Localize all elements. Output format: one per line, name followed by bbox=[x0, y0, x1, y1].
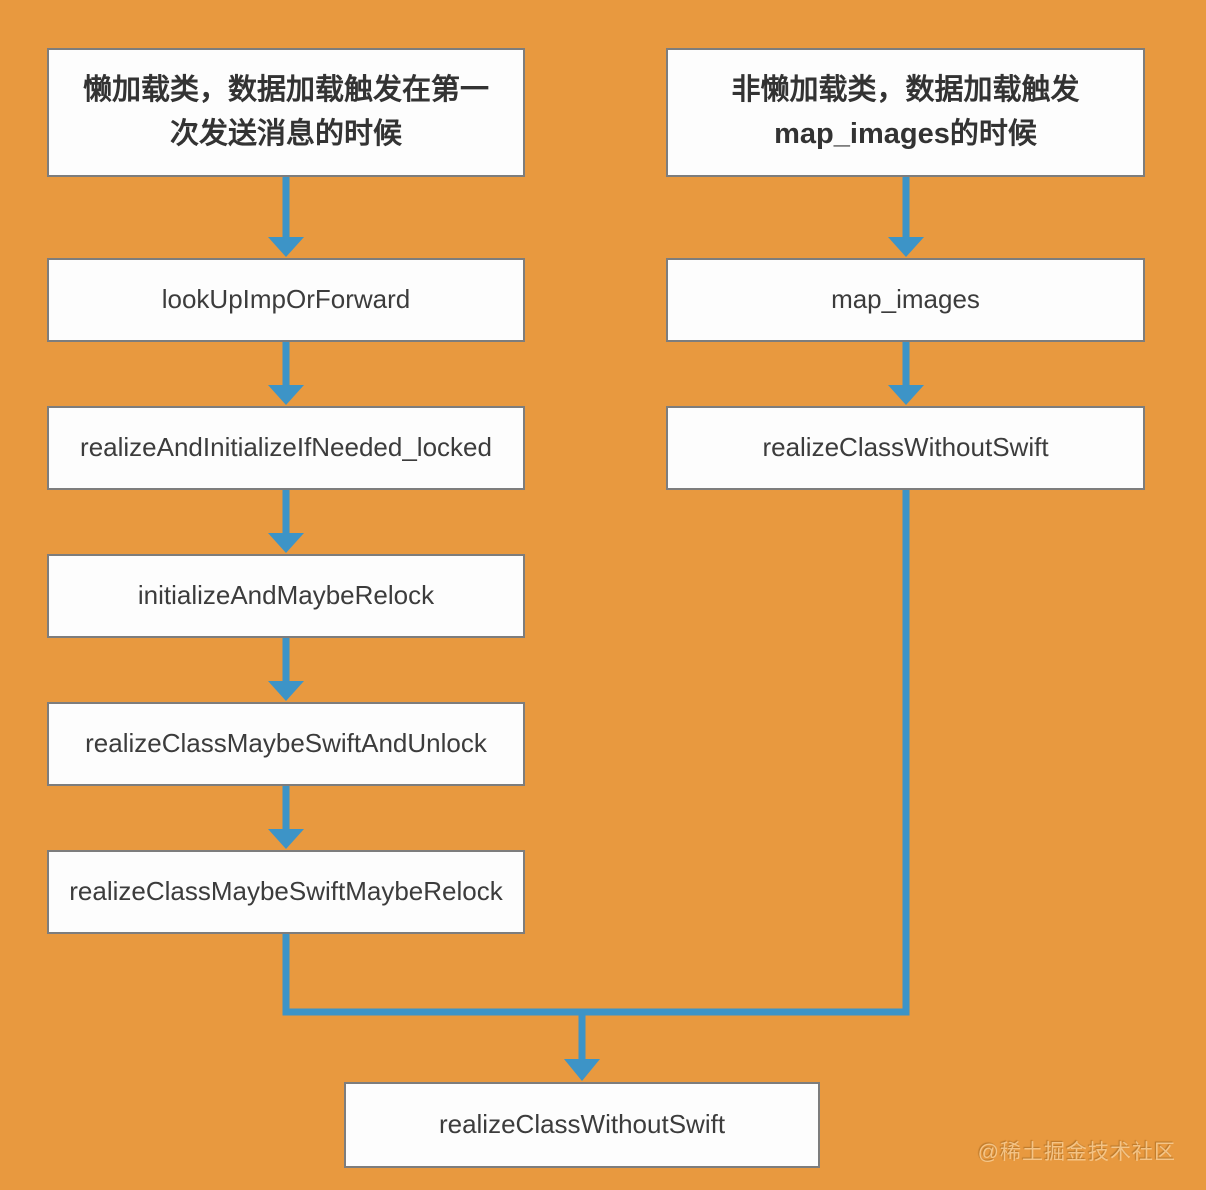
arrow-realizeandinit-to-initialize bbox=[268, 490, 304, 553]
nonlazy-load-header-line1: 非懒加载类，数据加载触发 bbox=[731, 74, 1080, 106]
watermark-juejin: @稀土掘金技术社区 bbox=[977, 1141, 1176, 1164]
node-nonlazy-load-header: 非懒加载类，数据加载触发 map_images的时候 bbox=[666, 48, 1145, 177]
arrow-lookup-to-realizeandinit bbox=[268, 342, 304, 405]
node-lazy-load-header: 懒加载类，数据加载触发在第一 次发送消息的时候 bbox=[47, 48, 525, 177]
node-mapimages: map_images bbox=[666, 258, 1145, 342]
node-label: lookUpImpOrForward bbox=[161, 284, 411, 315]
node-label: map_images bbox=[831, 284, 980, 315]
node-realizeandinitializeifneeded-locked: realizeAndInitializeIfNeeded_locked bbox=[47, 406, 525, 490]
lazy-load-header-line1: 懒加载类，数据加载触发在第一 bbox=[82, 74, 489, 106]
node-label: realizeAndInitializeIfNeeded_locked bbox=[80, 432, 492, 463]
node-label: realizeClassMaybeSwiftAndUnlock bbox=[85, 728, 487, 759]
node-realizeclasswithoutswift-right: realizeClassWithoutSwift bbox=[666, 406, 1145, 490]
node-realizeclassmaybeswiftandunlock: realizeClassMaybeSwiftAndUnlock bbox=[47, 702, 525, 786]
node-realizeclasswithoutswift-merge: realizeClassWithoutSwift bbox=[344, 1082, 820, 1168]
node-lookupimporforward: lookUpImpOrForward bbox=[47, 258, 525, 342]
node-label: realizeClassWithoutSwift bbox=[762, 432, 1049, 463]
merge-connector bbox=[282, 490, 910, 1081]
node-initializeandmayberelock: initializeAndMaybeRelock bbox=[47, 554, 525, 638]
arrow-realizeswiftunlock-to-mayberelock bbox=[268, 786, 304, 849]
arrow-right-header-to-mapimages bbox=[888, 177, 924, 257]
node-label: realizeClassMaybeSwiftMaybeRelock bbox=[69, 876, 503, 907]
arrow-left-header-to-lookup bbox=[268, 177, 304, 257]
arrow-initialize-to-realizeswiftunlock bbox=[268, 638, 304, 701]
node-label: initializeAndMaybeRelock bbox=[137, 580, 435, 611]
arrow-mapimages-to-realizewithoutswift bbox=[888, 342, 924, 405]
node-label: realizeClassWithoutSwift bbox=[438, 1109, 726, 1140]
nonlazy-load-header-line2: map_images的时候 bbox=[774, 117, 1037, 150]
lazy-load-header-line2: 次发送消息的时候 bbox=[169, 117, 402, 150]
node-realizeclassmaybeswiftmayberelock: realizeClassMaybeSwiftMaybeRelock bbox=[47, 850, 525, 934]
